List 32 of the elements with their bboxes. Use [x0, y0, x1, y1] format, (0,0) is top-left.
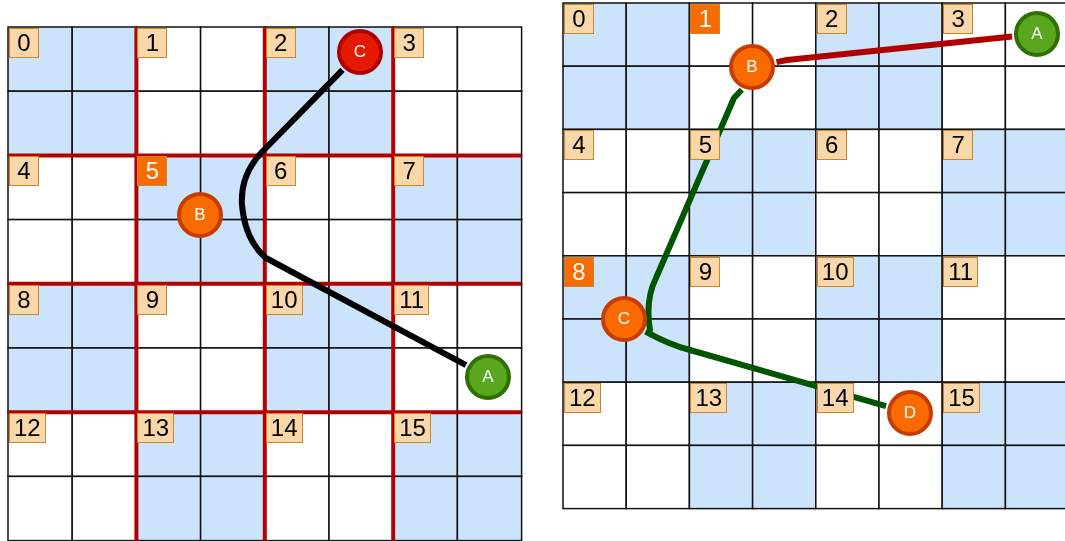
cell-number: 6 — [816, 130, 847, 161]
cell-number: 12 — [9, 413, 46, 444]
cell-number: 2 — [816, 4, 847, 34]
cell-number: 4 — [564, 130, 594, 161]
cell-number: 12 — [564, 383, 601, 414]
cell-number: 8 — [564, 256, 594, 287]
cell-number: 9 — [690, 256, 721, 287]
cell-number: 14 — [265, 413, 303, 444]
cell-number: 15 — [394, 413, 431, 444]
cell-number: 5 — [137, 156, 168, 187]
cell-number: 1 — [137, 28, 168, 58]
cell-number: 13 — [137, 413, 175, 444]
cell-number: 9 — [137, 284, 168, 315]
cell-number: 0 — [9, 28, 39, 58]
cell-number: 11 — [943, 256, 979, 287]
cell-number: 2 — [265, 28, 296, 58]
cell-number: 5 — [690, 130, 721, 161]
cell-number: 6 — [265, 156, 296, 187]
cell-number: 11 — [394, 284, 430, 315]
path-line — [775, 33, 1013, 66]
path-line — [645, 87, 744, 333]
cell-number: 4 — [9, 156, 39, 187]
cell-number: 7 — [394, 156, 425, 187]
cell-number: 14 — [816, 383, 854, 414]
cell-number: 13 — [690, 383, 728, 414]
cell-number: 0 — [564, 4, 594, 34]
cell-number: 3 — [394, 28, 425, 58]
cell-number: 15 — [943, 383, 980, 414]
cell-number: 1 — [690, 4, 721, 34]
cell-number: 7 — [943, 130, 974, 161]
cell-number: 3 — [943, 4, 974, 34]
cell-number: 8 — [9, 284, 39, 315]
